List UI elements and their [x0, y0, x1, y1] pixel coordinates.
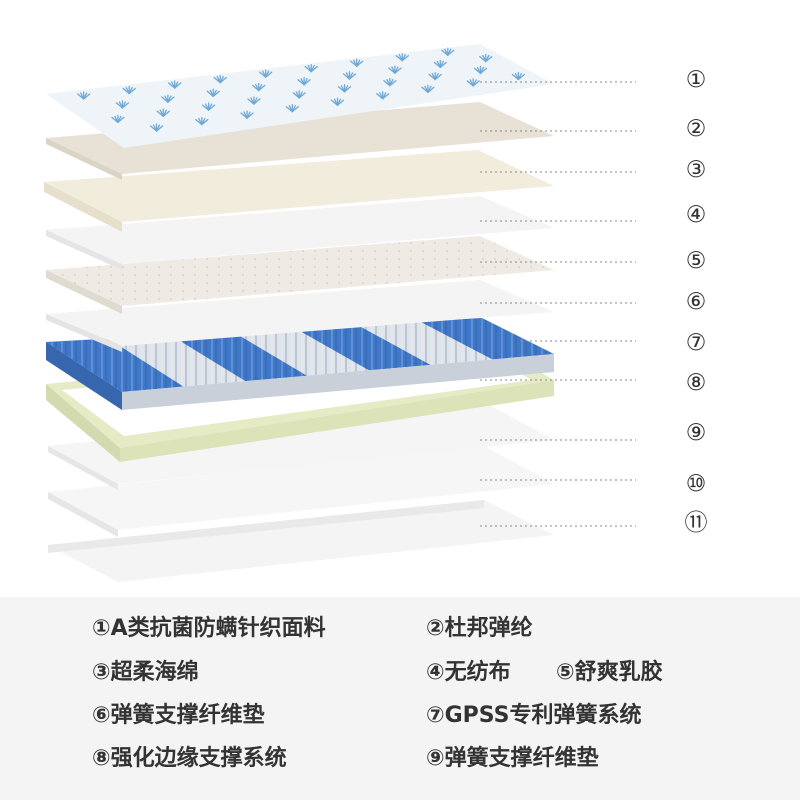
layer-marker-10: ⑩	[680, 469, 712, 499]
legend-item-8: ⑧强化边缘支撑系统	[92, 744, 287, 774]
layer-marker-7: ⑦	[680, 328, 712, 358]
layer-marker-11: ⑪	[680, 508, 712, 538]
layer-marker-2: ②	[680, 114, 712, 144]
legend-item-4: ④无纺布	[426, 658, 511, 688]
legend-item-6: ⑥弹簧支撑纤维垫	[92, 701, 265, 731]
legend-item-7: ⑦GPSS专利弹簧系统	[426, 701, 642, 731]
legend-item-9: ⑨弹簧支撑纤维垫	[426, 744, 599, 774]
legend-panel: ①A类抗菌防螨针织面料 ②杜邦弹纶 ③超柔海绵 ④无纺布 ⑤舒爽乳胶 ⑥弹簧支撑…	[0, 597, 800, 800]
legend-item-5: ⑤舒爽乳胶	[556, 658, 663, 688]
layer-marker-8: ⑧	[680, 368, 712, 398]
layer-marker-6: ⑥	[680, 287, 712, 317]
legend-item-3: ③超柔海绵	[92, 658, 199, 688]
layer-marker-4: ④	[680, 200, 712, 230]
layer-marker-9: ⑨	[680, 418, 712, 448]
legend-item-1: ①A类抗菌防螨针织面料	[92, 614, 326, 644]
layer-diagram: ① ② ③ ④ ⑤ ⑥ ⑦ ⑧ ⑨ ⑩ ⑪	[0, 0, 800, 600]
layer-marker-3: ③	[680, 155, 712, 185]
layer-marker-1: ①	[680, 65, 712, 95]
legend-item-2: ②杜邦弹纶	[426, 614, 533, 644]
layer-marker-5: ⑤	[680, 246, 712, 276]
